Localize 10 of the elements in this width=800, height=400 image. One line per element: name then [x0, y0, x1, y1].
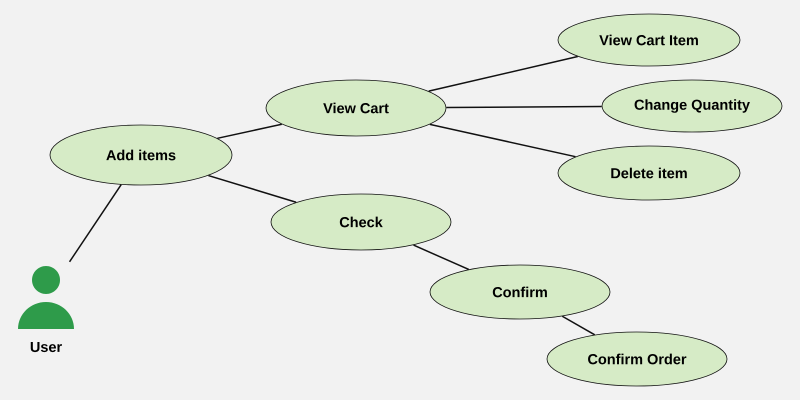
connector-line	[413, 244, 470, 270]
connector-line	[428, 56, 578, 92]
connector-line	[217, 124, 282, 140]
connector-line	[446, 106, 602, 108]
connector-line	[68, 184, 122, 262]
connector-line	[208, 174, 296, 203]
person-label: User	[30, 342, 62, 352]
person-icon	[18, 266, 74, 329]
connector-line	[430, 124, 576, 158]
connector-line	[562, 316, 596, 336]
